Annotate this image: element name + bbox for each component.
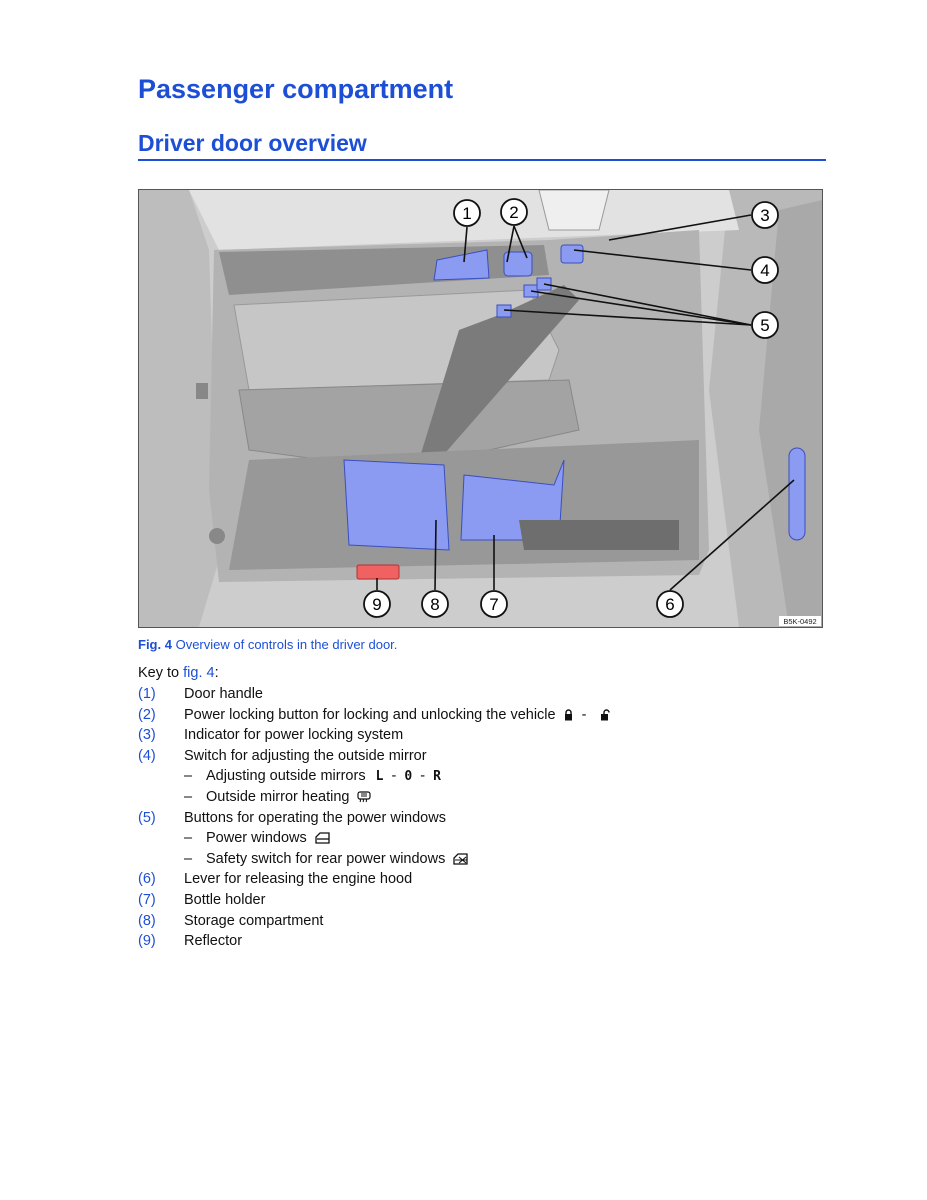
item-number[interactable]: (8) — [138, 912, 156, 929]
fig-link[interactable]: fig. 4 — [183, 665, 215, 681]
item-text: Switch for adjusting the outside mirror — [184, 747, 427, 764]
mirror-switch-highlight — [560, 244, 584, 264]
mirror-left-symbol: L — [375, 769, 384, 785]
armrest — [419, 285, 579, 460]
list-item: (7) Bottle holder — [138, 890, 838, 911]
callout-8: 8 — [421, 590, 449, 618]
list-item: (6) Lever for releasing the engine hood — [138, 869, 838, 890]
sub-list-item: – Power windows — [138, 828, 838, 849]
lock-open-icon — [600, 708, 610, 721]
power-window-icon — [315, 832, 330, 844]
callout-1: 1 — [453, 199, 481, 227]
sub-item-text-with-symbols: Adjusting outside mirrors L - 0 - R — [206, 766, 441, 788]
item-text: Indicator for power locking system — [184, 727, 404, 744]
item-text: Power locking button for locking and unl… — [184, 706, 556, 723]
key-intro-colon: : — [214, 665, 219, 681]
item-number[interactable]: (3) — [138, 727, 156, 744]
dash: – — [184, 850, 193, 867]
dash: – — [184, 788, 193, 805]
section-title: Driver door overview — [138, 130, 367, 156]
section-divider — [138, 159, 826, 161]
sub-item-text-with-icon: Power windows — [206, 828, 330, 849]
lock-button-highlight — [503, 251, 533, 277]
sub-list-item: – Adjusting outside mirrors L - 0 - R — [138, 766, 838, 787]
item-text-with-icons: Power locking button for locking and unl… — [184, 705, 610, 726]
svg-text:6: 6 — [665, 595, 674, 614]
figure-code: B5K-0492 — [783, 617, 816, 626]
lock-closed-icon — [564, 708, 572, 721]
svg-text:5: 5 — [760, 316, 769, 335]
item-number[interactable]: (9) — [138, 933, 156, 950]
item-number[interactable]: (1) — [138, 686, 156, 702]
svg-text:4: 4 — [760, 261, 769, 280]
svg-text:3: 3 — [760, 206, 769, 225]
callout-7: 7 — [480, 590, 508, 618]
door-illustration: 1 2 3 4 5 6 7 8 9 B5K-0492 — [138, 189, 823, 628]
caption-label: Fig. 4 — [138, 637, 172, 652]
hood-lever-highlight — [788, 447, 806, 541]
dash: – — [184, 768, 193, 785]
callout-6: 6 — [656, 590, 684, 618]
item-number[interactable]: (4) — [138, 747, 156, 764]
svg-text:2: 2 — [509, 203, 518, 222]
separator: - — [581, 706, 587, 723]
item-number[interactable]: (7) — [138, 891, 156, 908]
sub-list-item: – Safety switch for rear power windows — [138, 849, 838, 870]
svg-text:7: 7 — [489, 595, 498, 614]
item-text: Door handle — [184, 686, 263, 702]
callout-2: 2 — [500, 198, 528, 226]
sub-item-text: Adjusting outside mirrors — [206, 768, 366, 785]
door-frame-left — [139, 190, 219, 627]
key-intro-text: Key to — [138, 665, 180, 681]
sub-item-text: Outside mirror heating — [206, 788, 350, 805]
list-item: (9) Reflector — [138, 931, 838, 952]
item-number[interactable]: (5) — [138, 809, 156, 826]
figure-caption: Fig. 4 Overview of controls in the drive… — [138, 637, 397, 652]
separator: - — [391, 768, 397, 785]
list-item: (1) Door handle — [138, 684, 838, 705]
list-item: (8) Storage compartment — [138, 911, 838, 932]
item-text: Storage compartment — [184, 912, 324, 929]
door-handle-highlight — [433, 249, 490, 281]
storage-compartment-highlight — [343, 459, 450, 551]
separator: - — [420, 768, 426, 785]
svg-text:9: 9 — [372, 595, 381, 614]
page-title: Passenger compartment — [138, 74, 454, 104]
key-list: (1) Door handle (2) Power locking button… — [138, 684, 838, 952]
list-item: (4) Switch for adjusting the outside mir… — [138, 746, 838, 767]
item-text: Reflector — [184, 933, 243, 950]
item-text: Buttons for operating the power windows — [184, 809, 446, 826]
sub-item-text-with-icon: Outside mirror heating — [206, 787, 372, 808]
window-safety-icon — [453, 853, 469, 865]
dash: – — [184, 830, 193, 847]
callout-3: 3 — [751, 201, 779, 229]
callout-5: 5 — [751, 311, 779, 339]
sub-item-text: Power windows — [206, 830, 307, 847]
caption-text: Overview of controls in the driver door. — [175, 637, 398, 652]
list-item: (5) Buttons for operating the power wind… — [138, 808, 838, 829]
key-intro: Key to fig. 4: — [138, 665, 219, 681]
sub-item-text-with-icon: Safety switch for rear power windows — [206, 849, 469, 870]
item-number[interactable]: (6) — [138, 871, 156, 888]
svg-text:1: 1 — [462, 204, 471, 223]
sub-item-text: Safety switch for rear power windows — [206, 850, 446, 867]
sub-list-item: – Outside mirror heating — [138, 787, 838, 808]
mirror-off-symbol: 0 — [404, 769, 413, 785]
item-text: Lever for releasing the engine hood — [184, 871, 413, 888]
mirror-heating-icon — [357, 791, 372, 803]
svg-text:8: 8 — [430, 595, 439, 614]
callout-9: 9 — [363, 590, 391, 618]
item-text: Bottle holder — [184, 891, 266, 908]
item-number[interactable]: (2) — [138, 706, 156, 723]
mirror-right-symbol: R — [433, 769, 441, 785]
list-item: (3) Indicator for power locking system — [138, 725, 838, 746]
callout-4: 4 — [751, 256, 779, 284]
list-item: (2) Power locking button for locking and… — [138, 705, 838, 726]
reflector-highlight — [356, 564, 400, 580]
